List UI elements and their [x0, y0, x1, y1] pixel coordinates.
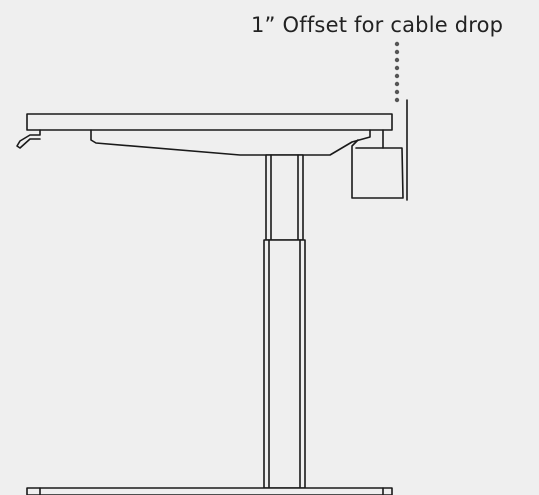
desktop-slab	[26, 113, 393, 131]
frame-crossbar	[90, 129, 371, 156]
leg-foot	[26, 487, 393, 495]
cable-offset-label: 1” Offset for cable drop	[251, 13, 504, 37]
offset-leader-dots	[394, 41, 400, 103]
leg-lower-column	[263, 239, 306, 489]
handset-controller	[16, 129, 41, 149]
